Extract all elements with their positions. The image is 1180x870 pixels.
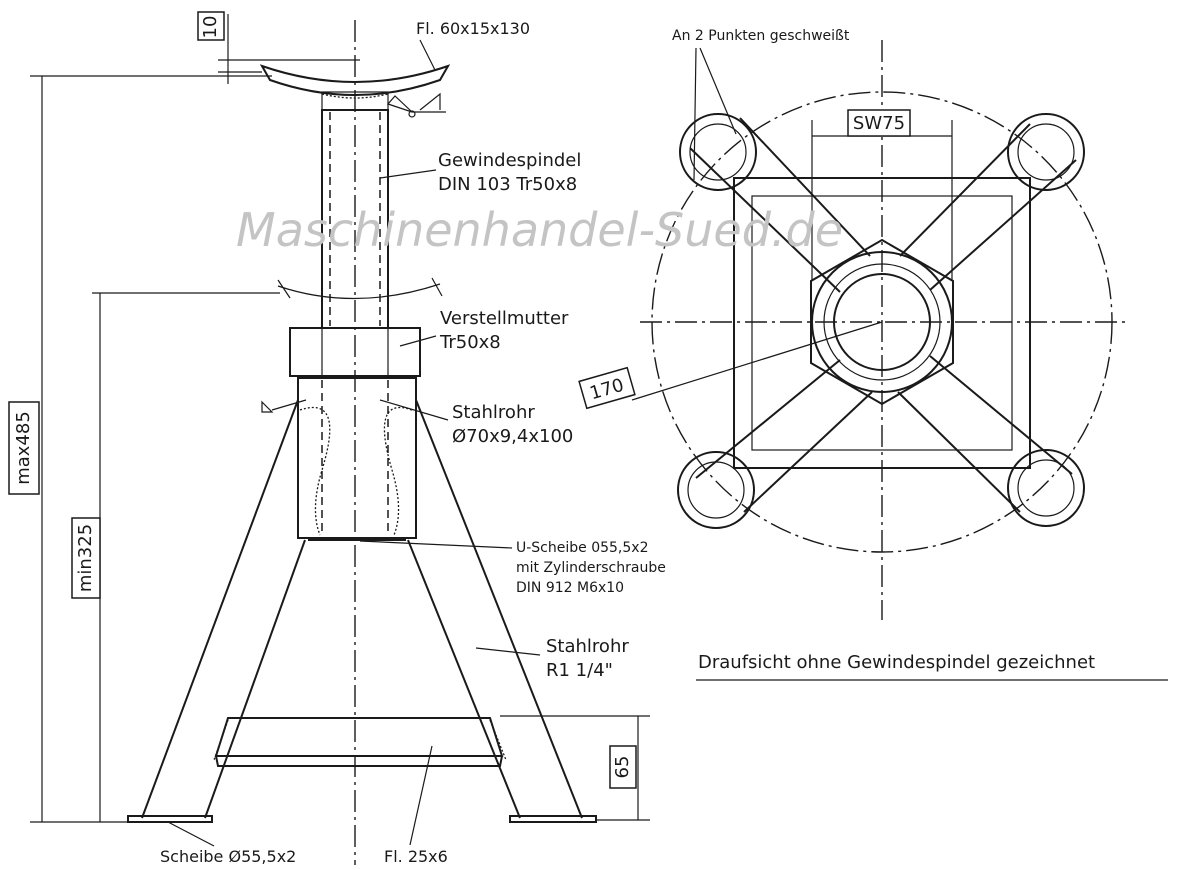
dim-65-text: 65 — [612, 756, 633, 779]
leg-left-inner — [204, 539, 306, 819]
foot-disc-sw-inner — [687, 461, 745, 519]
frame-inner — [751, 195, 1013, 451]
travel-arc-tick-l — [277, 279, 291, 299]
leader-disc — [167, 821, 215, 847]
leg-ne-a — [899, 123, 1031, 257]
foot-plate-left — [127, 815, 213, 823]
label-spindle-1: Gewindespindel — [438, 150, 581, 171]
weld-symbol-left — [261, 400, 274, 413]
travel-arc-tick-r — [431, 277, 443, 297]
nut-bore — [833, 273, 931, 371]
foot-plate-right — [509, 815, 597, 823]
leader-nut — [399, 335, 437, 347]
saddle-weld — [321, 93, 389, 99]
sw-box — [847, 109, 911, 137]
label-flat-bottom: Fl. 25x6 — [384, 847, 448, 866]
leg-left-outer — [141, 399, 299, 819]
dim-min-text: min325 — [75, 524, 96, 592]
base-ring — [214, 717, 504, 757]
leg-right-inner — [407, 539, 521, 819]
weld-leader-left — [271, 399, 307, 411]
leg-right-outer — [415, 399, 583, 819]
label-legtube-2: R1 1/4" — [546, 660, 613, 681]
dim-max-box — [8, 401, 40, 495]
steel-tube — [297, 377, 417, 539]
foot-disc-se-inner — [1017, 459, 1075, 517]
leg-se-b — [929, 355, 1073, 475]
leader-spindle — [379, 169, 437, 179]
adjusting-nut — [289, 327, 421, 377]
foot-disc-se — [1007, 449, 1085, 527]
dim-170-line — [631, 321, 883, 401]
foot-disc-sw — [677, 451, 755, 529]
leg-se-a — [897, 391, 1021, 513]
label-flat-top: Fl. 60x15x130 — [416, 19, 530, 38]
foot-disc-nw — [679, 113, 757, 191]
dim-170-box — [578, 366, 636, 410]
label-spindle-2: DIN 103 Tr50x8 — [438, 174, 577, 195]
label-disc: Scheibe Ø55,5x2 — [160, 847, 296, 866]
label-legtube-1: Stahlrohr — [546, 636, 629, 657]
label-weld-note: An 2 Punkten geschweißt — [672, 28, 850, 44]
saddle-plate — [259, 64, 451, 96]
label-washer-1: U-Scheibe 055,5x2 — [516, 540, 648, 556]
dim-65-box — [609, 745, 637, 789]
label-nut-1: Verstellmutter — [440, 308, 569, 329]
tube-weld-left — [299, 406, 331, 536]
label-washer-2: mit Zylinderschraube — [516, 560, 666, 576]
dim-max-text: max485 — [13, 411, 34, 485]
nut-thread-circle — [823, 263, 941, 381]
base-ring-flange — [215, 755, 503, 767]
leg-nw-a — [689, 147, 841, 293]
leader-flat-top — [419, 39, 436, 71]
leg-ne-b — [929, 159, 1077, 291]
side-view: 10 — [8, 11, 666, 866]
foot-disc-ne — [1007, 113, 1085, 191]
caption-text: Draufsicht ohne Gewindespindel gezeichne… — [698, 652, 1095, 673]
leg-nw-b — [739, 117, 871, 257]
sw-text: SW75 — [853, 113, 905, 134]
dim-10-text: 10 — [200, 16, 221, 39]
top-view: SW75 170 An 2 Punkten geschweißt Draufsi… — [578, 28, 1168, 681]
diagonal-legs — [689, 117, 1077, 513]
leader-flat-bottom — [409, 745, 433, 846]
leader-legtube — [475, 647, 541, 656]
weld-circle — [408, 110, 416, 118]
leg-sw-b — [743, 391, 873, 513]
foot-disc-nw-inner — [689, 123, 747, 181]
label-tube-2: Ø70x9,4x100 — [452, 426, 573, 447]
tube-weld-right — [383, 406, 413, 536]
watermark: Maschinenhandel-Sued.de — [236, 203, 843, 257]
nut-outer-circle — [811, 251, 953, 393]
dim-min-box — [71, 517, 101, 599]
leader-washer — [359, 540, 513, 549]
bolt-circle — [651, 91, 1113, 553]
label-tube-1: Stahlrohr — [452, 402, 535, 423]
ring-weld-left — [213, 719, 229, 761]
weld-leader-b — [699, 47, 737, 135]
leader-tube — [379, 399, 449, 421]
ring-weld-right — [489, 719, 507, 761]
travel-arc — [277, 283, 441, 300]
weld-leader-a — [693, 47, 697, 181]
hex-nut — [810, 238, 954, 406]
leg-sw-a — [695, 359, 841, 479]
label-nut-2: Tr50x8 — [439, 332, 501, 353]
frame-outer — [733, 177, 1031, 469]
dim-10-box — [197, 11, 225, 41]
weld-triangle — [419, 92, 441, 111]
foot-disc-ne-inner — [1017, 123, 1075, 181]
weld-symbol-top — [386, 95, 413, 113]
label-washer-3: DIN 912 M6x10 — [516, 580, 624, 596]
